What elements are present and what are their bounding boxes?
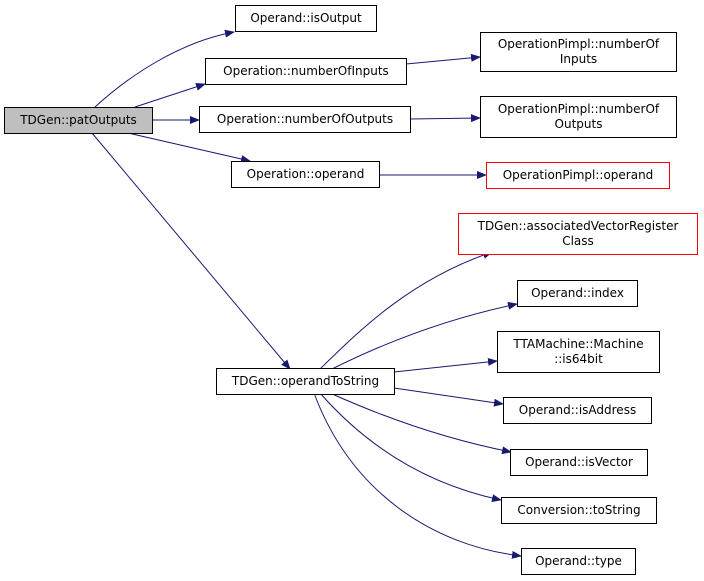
edge-operandtostring-isaddress	[393, 387, 504, 407]
edge-operandtostring-is64bit	[393, 357, 498, 373]
node-operation-numberofoutputs[interactable]: Operation::numberOfOutputs	[199, 106, 411, 133]
edge-numberofinputs-pimpl	[405, 53, 481, 65]
node-operand-isoutput[interactable]: Operand::isOutput	[235, 5, 377, 32]
edge-operandtostring-tostring	[319, 392, 502, 503]
node-operationpimpl-numberofinputs[interactable]: OperationPimpl::numberOf Inputs	[480, 32, 677, 72]
edge-operandtostring-isvector	[329, 392, 512, 455]
node-tdgen-patoutputs: TDGen::patOutputs	[4, 107, 153, 134]
node-operand-isaddress[interactable]: Operand::isAddress	[503, 397, 652, 424]
edge-patoutputs-isoutput	[94, 29, 235, 108]
edge-operandtostring-index	[331, 301, 518, 370]
edge-patoutputs-operand	[127, 132, 251, 163]
edge-operandtostring-associatedvectorregisterclass	[319, 251, 493, 370]
node-tdgen-operandtostring[interactable]: TDGen::operandToString	[216, 368, 395, 395]
node-operation-numberofinputs[interactable]: Operation::numberOfInputs	[205, 58, 407, 85]
node-operationpimpl-numberofoutputs[interactable]: OperationPimpl::numberOf Outputs	[480, 96, 677, 138]
node-operand-index[interactable]: Operand::index	[517, 280, 638, 307]
node-operand-isvector[interactable]: Operand::isVector	[510, 449, 648, 476]
node-tdgen-associatedvectorregisterclass[interactable]: TDGen::associatedVectorRegister Class	[458, 213, 698, 255]
edge-operandtostring-type	[313, 392, 522, 559]
node-operationpimpl-operand[interactable]: OperationPimpl::operand	[486, 162, 670, 189]
node-ttamachine-machine-is64bit[interactable]: TTAMachine::Machine ::is64bit	[497, 331, 660, 373]
edge-patoutputs-operandtostring	[91, 132, 291, 370]
edge-patoutputs-numberofinputs	[134, 83, 206, 108]
node-operand-type[interactable]: Operand::type	[521, 548, 636, 575]
node-operation-operand[interactable]: Operation::operand	[231, 161, 380, 188]
node-conversion-tostring[interactable]: Conversion::toString	[501, 497, 657, 524]
edge-numberofoutputs-pimpl	[409, 114, 481, 123]
